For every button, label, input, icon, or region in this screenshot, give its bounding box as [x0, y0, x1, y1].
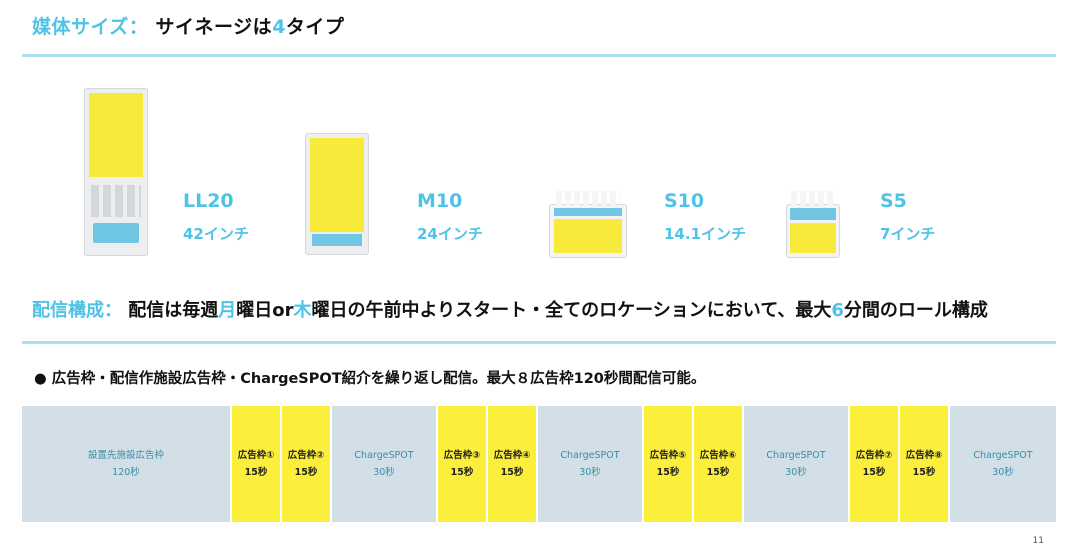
device-s5-image [786, 191, 840, 258]
slot-duration: 30秒 [373, 467, 395, 478]
device-s5-name: S5 [880, 190, 907, 212]
schedule-slot-chargespot-1: ChargeSPOT 30秒 [330, 406, 436, 522]
media-size-label: 媒体サイズ： [32, 16, 149, 38]
delivery-day-thursday: 木 [293, 300, 312, 321]
slot-title: 広告枠② [287, 450, 325, 461]
slot-title: ChargeSPOT [560, 450, 620, 461]
slot-duration: 30秒 [579, 467, 601, 478]
device-s5-panel [790, 208, 836, 220]
media-size-text-end: タイプ [285, 16, 345, 38]
device-s5-screen [790, 223, 836, 253]
schedule-slot-chargespot-3: ChargeSPOT 30秒 [742, 406, 848, 522]
slot-title: 広告枠① [237, 450, 275, 461]
device-s10-name: S10 [664, 190, 705, 212]
delivery-config-text-3: 曜日の午前中よりスタート・全てのロケーションにおいて、最大 [311, 300, 832, 321]
slot-duration: 15秒 [862, 467, 886, 478]
delivery-schedule: 設置先施設広告枠 120秒 広告枠① 15秒 広告枠② 15秒 ChargeSPOT 3… [22, 406, 1056, 522]
slot-title: 広告枠⑦ [855, 450, 893, 461]
device-s5-cables [791, 191, 835, 205]
slot-duration: 15秒 [656, 467, 680, 478]
delivery-day-monday: 月 [218, 300, 237, 321]
slot-duration: 15秒 [500, 467, 524, 478]
slot-duration: 15秒 [706, 467, 730, 478]
slot-duration: 15秒 [912, 467, 936, 478]
schedule-slot-ad-3: 広告枠③ 15秒 [436, 406, 486, 522]
schedule-slot-ad-5: 広告枠⑤ 15秒 [642, 406, 692, 522]
device-s5-size: 7インチ [880, 225, 936, 243]
page-number: 11 [1032, 536, 1044, 546]
device-s10-cables [556, 191, 620, 205]
media-type-count: 4 [272, 16, 286, 38]
section-divider [22, 341, 1056, 344]
schedule-slot-ad-2: 広告枠② 15秒 [280, 406, 330, 522]
device-m10-screen [310, 138, 364, 232]
schedule-slot-chargespot-2: ChargeSPOT 30秒 [536, 406, 642, 522]
delivery-max-minutes: 6 [831, 300, 844, 321]
device-ll20-name: LL20 [183, 190, 234, 212]
device-ll20-screen [89, 93, 143, 177]
device-m10-name: M10 [417, 190, 463, 212]
slot-title: 広告枠④ [493, 450, 531, 461]
slot-title: 広告枠⑧ [905, 450, 943, 461]
schedule-slot-ad-4: 広告枠④ 15秒 [486, 406, 536, 522]
delivery-config-text-1: 配信は毎週 [122, 300, 219, 321]
delivery-config-heading: 配信構成： 配信は毎週月曜日or木曜日の午前中よりスタート・全てのロケーションに… [32, 296, 988, 322]
slot-title: ChargeSPOT [973, 450, 1033, 461]
slot-duration: 30秒 [992, 467, 1014, 478]
device-ll20-image [84, 88, 148, 256]
delivery-config-text-2: 曜日or [236, 300, 294, 321]
slot-title: 設置先施設広告枠 [87, 450, 164, 461]
device-s10-image [549, 191, 627, 258]
device-ll20-panel [93, 223, 139, 243]
schedule-slot-chargespot-4: ChargeSPOT 30秒 [948, 406, 1056, 522]
slot-duration: 15秒 [294, 467, 318, 478]
schedule-slot-facility: 設置先施設広告枠 120秒 [22, 406, 230, 522]
device-s10-size: 14.1インチ [664, 225, 747, 243]
schedule-slot-ad-8: 広告枠⑧ 15秒 [898, 406, 948, 522]
schedule-slot-ad-1: 広告枠① 15秒 [230, 406, 280, 522]
delivery-config-text-4: 分間のロール構成 [843, 300, 988, 321]
device-m10-panel [312, 234, 362, 246]
delivery-description: ● 広告枠・配信作施設広告枠・ChargeSPOT紹介を繰り返し配信。最大８広告… [34, 371, 706, 387]
slot-duration: 30秒 [785, 467, 807, 478]
slot-title: 広告枠⑤ [649, 450, 687, 461]
media-size-text: サイネージは [148, 16, 273, 38]
device-s10-screen [554, 219, 622, 253]
device-m10-size: 24インチ [417, 225, 483, 243]
slot-title: ChargeSPOT [766, 450, 826, 461]
device-s10-panel [554, 208, 622, 216]
schedule-slot-ad-6: 広告枠⑥ 15秒 [692, 406, 742, 522]
slot-duration: 120秒 [112, 467, 140, 478]
delivery-config-label: 配信構成： [32, 300, 122, 321]
slot-duration: 15秒 [450, 467, 474, 478]
slot-title: 広告枠⑥ [699, 450, 737, 461]
schedule-slot-ad-7: 広告枠⑦ 15秒 [848, 406, 898, 522]
device-ll20-size: 42インチ [183, 225, 249, 243]
slot-duration: 15秒 [244, 467, 268, 478]
slot-title: ChargeSPOT [354, 450, 414, 461]
device-m10-image [305, 133, 369, 255]
header-divider [22, 54, 1056, 57]
device-ll20-battery-slots [91, 185, 141, 217]
media-size-heading: 媒体サイズ： サイネージは4タイプ [32, 12, 344, 39]
slot-title: 広告枠③ [443, 450, 481, 461]
